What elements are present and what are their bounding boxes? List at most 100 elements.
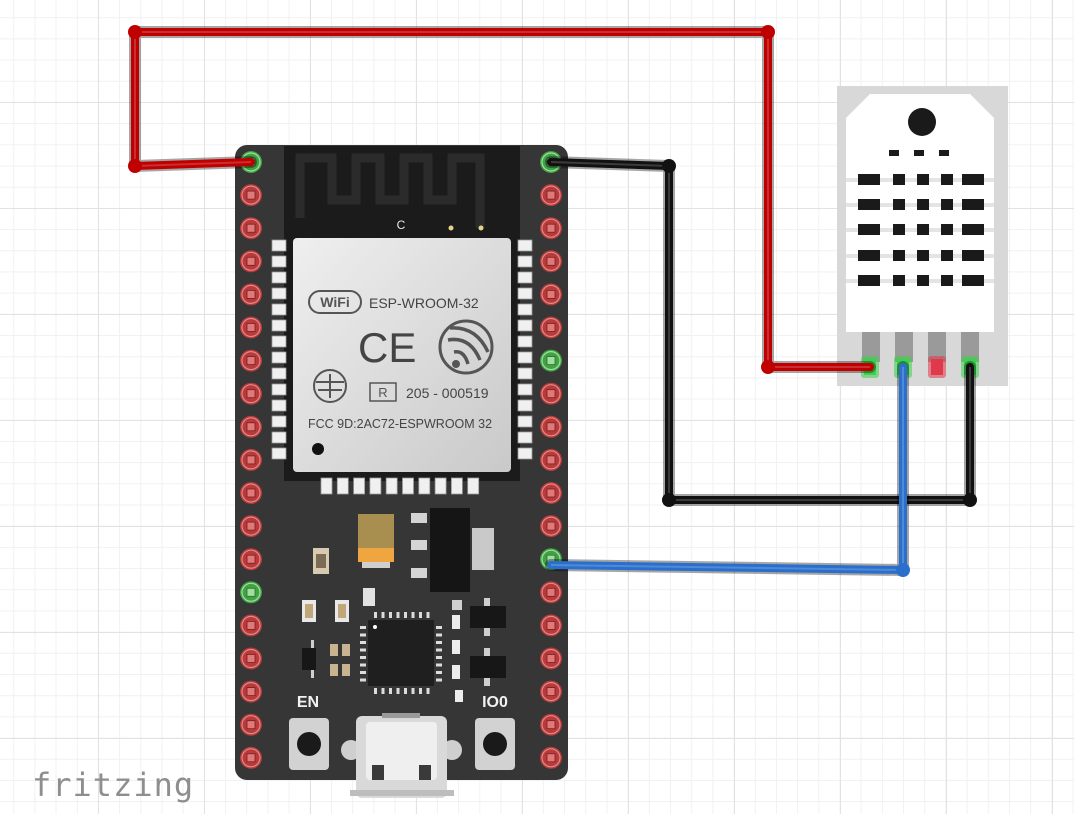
chip-pin bbox=[381, 612, 385, 618]
chip-pin bbox=[404, 688, 407, 694]
antenna-trace bbox=[295, 153, 485, 228]
sensor-pin-core bbox=[931, 359, 943, 375]
module-pad bbox=[271, 351, 287, 364]
io0-button[interactable] bbox=[475, 718, 515, 770]
module-pad bbox=[517, 383, 533, 396]
module-pads-left bbox=[271, 239, 287, 460]
antenna-dot bbox=[478, 225, 484, 231]
module-pin1-dot bbox=[312, 443, 324, 455]
chip-pin bbox=[360, 671, 366, 674]
wire-bend bbox=[662, 159, 676, 173]
header-pin-left bbox=[240, 184, 262, 207]
wifi-badge-text: WiFi bbox=[320, 294, 349, 310]
header-pin-left bbox=[240, 647, 262, 670]
grille-slot bbox=[917, 174, 929, 185]
io0-label: IO0 bbox=[482, 694, 508, 711]
wire-bend bbox=[896, 563, 910, 577]
grille-slot bbox=[893, 199, 905, 210]
fritzing-brand: fritzing bbox=[32, 766, 195, 804]
header-pin-left bbox=[240, 349, 262, 372]
sensor-mount-hole bbox=[908, 108, 936, 136]
module-pad bbox=[271, 239, 287, 252]
module-pad bbox=[517, 319, 533, 332]
chip-pin bbox=[436, 656, 442, 659]
header-pin-left bbox=[240, 548, 262, 571]
header-pin-right bbox=[540, 713, 562, 736]
module-pad bbox=[434, 477, 447, 495]
header-pin-right bbox=[540, 581, 562, 604]
grille-slot bbox=[962, 224, 984, 235]
header-pin-left bbox=[240, 316, 262, 339]
micro-usb-port bbox=[341, 713, 462, 798]
header-pin-right bbox=[540, 680, 562, 703]
module-pad bbox=[467, 477, 480, 495]
module-pad bbox=[271, 271, 287, 284]
grille-slot bbox=[941, 174, 953, 185]
chip-pin bbox=[360, 678, 366, 682]
chip-pin bbox=[436, 663, 442, 667]
header-pin-left bbox=[240, 250, 262, 273]
header-pin-right bbox=[540, 283, 562, 306]
grille-slot bbox=[962, 174, 984, 185]
chip-pin bbox=[419, 612, 422, 618]
module-pad bbox=[517, 287, 533, 300]
header-pin-right bbox=[540, 515, 562, 538]
wire-bend bbox=[662, 493, 676, 507]
module-pad bbox=[517, 367, 533, 380]
module-pad bbox=[271, 447, 287, 460]
module-pads-bottom bbox=[320, 477, 480, 495]
espressif-logo-icon bbox=[438, 319, 494, 375]
grille-slot bbox=[941, 275, 953, 286]
header-pin-right bbox=[540, 382, 562, 405]
module-pad bbox=[517, 255, 533, 268]
module-pad bbox=[320, 477, 333, 495]
chip-pin bbox=[374, 688, 377, 694]
module-pad bbox=[402, 477, 414, 495]
chip-pin bbox=[411, 612, 415, 618]
wires bbox=[128, 25, 977, 577]
certification-logo-icon bbox=[313, 369, 347, 403]
grille-slot bbox=[893, 224, 905, 235]
chip-pin bbox=[436, 641, 442, 644]
module-pad bbox=[353, 477, 366, 495]
chip-pin bbox=[360, 626, 366, 629]
cert-r: R bbox=[378, 385, 387, 400]
module-pad bbox=[517, 399, 533, 412]
header-pin-left bbox=[240, 581, 262, 604]
header-pin-right bbox=[540, 250, 562, 273]
header-pin-right bbox=[540, 614, 562, 637]
chip-pin bbox=[360, 656, 366, 659]
grille-slot bbox=[941, 224, 953, 235]
module-shield bbox=[293, 238, 511, 472]
wire-bend bbox=[128, 159, 142, 173]
en-button[interactable] bbox=[289, 718, 329, 770]
sensor-grille bbox=[846, 150, 994, 286]
header-pin-left bbox=[240, 448, 262, 471]
module-label: ESP-WROOM-32 bbox=[369, 295, 479, 311]
module-pad bbox=[517, 271, 533, 284]
header-pin-left bbox=[240, 382, 262, 405]
chip-pin bbox=[436, 671, 442, 674]
module-pad bbox=[271, 303, 287, 316]
module-pad bbox=[517, 303, 533, 316]
grille-slot bbox=[858, 199, 880, 210]
module-pad bbox=[271, 367, 287, 380]
header-pin-left bbox=[240, 283, 262, 306]
module-pad bbox=[271, 287, 287, 300]
header-pin-right bbox=[540, 415, 562, 438]
sensor-housing bbox=[846, 94, 994, 332]
fcc-id: FCC 9D:2AC72-ESPWROOM 32 bbox=[308, 417, 492, 431]
header-pin-left bbox=[240, 515, 262, 538]
header-pin-left bbox=[240, 713, 262, 736]
header-pin-left bbox=[240, 680, 262, 703]
header-pin-right bbox=[540, 746, 562, 769]
header-pin-right bbox=[540, 647, 562, 670]
grille-slot bbox=[939, 150, 949, 156]
header-pin-left bbox=[240, 614, 262, 637]
module-pad bbox=[271, 335, 287, 348]
grille-slot bbox=[917, 199, 929, 210]
module-pad bbox=[369, 477, 382, 495]
header-pins bbox=[240, 151, 562, 769]
grille-slot bbox=[893, 174, 905, 185]
